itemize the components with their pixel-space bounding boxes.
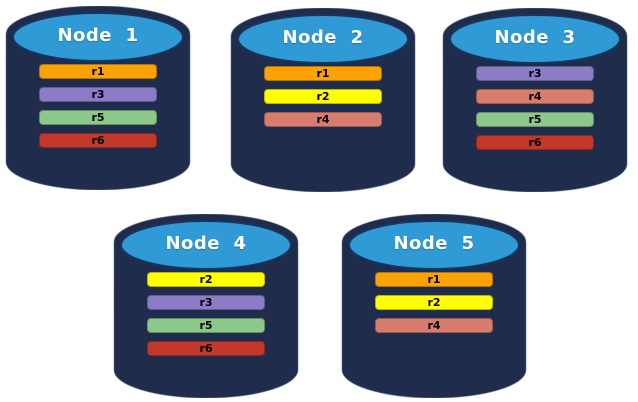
node-title: Node 2 (282, 27, 364, 48)
partition-bar-r1: r1 (264, 66, 382, 81)
partition-list: r1 r3 r5 r6 (39, 64, 157, 156)
node-cylinder-1: Node 1 r1 r3 r5 r6 (5, 6, 191, 190)
node-cylinder-3: Node 3 r3 r4 r5 r6 (442, 8, 628, 192)
partition-bar-r1: r1 (375, 272, 493, 287)
cylinder-top-shape (348, 220, 520, 270)
partition-list: r2 r3 r5 r6 (147, 272, 265, 364)
partition-bar-r3: r3 (476, 66, 594, 81)
partition-bar-r3: r3 (39, 87, 157, 102)
partition-bar-r6: r6 (147, 341, 265, 356)
node-title: Node 4 (165, 233, 247, 254)
node-title: Node 1 (57, 25, 139, 46)
partition-bar-r2: r2 (375, 295, 493, 310)
partition-list: r1 r2 r4 (264, 66, 382, 135)
node-title: Node 5 (393, 233, 475, 254)
partition-bar-r4: r4 (264, 112, 382, 127)
partition-list: r3 r4 r5 r6 (476, 66, 594, 158)
partition-bar-r5: r5 (476, 112, 594, 127)
cylinder-top-shape (449, 14, 621, 64)
partition-bar-r6: r6 (39, 133, 157, 148)
partition-bar-r6: r6 (476, 135, 594, 150)
partition-bar-r4: r4 (476, 89, 594, 104)
partition-bar-r4: r4 (375, 318, 493, 333)
partition-bar-r1: r1 (39, 64, 157, 79)
partition-bar-r2: r2 (264, 89, 382, 104)
node-title: Node 3 (494, 27, 576, 48)
node-cylinder-5: Node 5 r1 r2 r4 (341, 214, 527, 398)
partition-bar-r2: r2 (147, 272, 265, 287)
node-cylinder-2: Node 2 r1 r2 r4 (230, 8, 416, 192)
cylinder-top-shape (237, 14, 409, 64)
partition-bar-r5: r5 (39, 110, 157, 125)
partition-bar-r5: r5 (147, 318, 265, 333)
partition-list: r1 r2 r4 (375, 272, 493, 341)
partition-bar-r3: r3 (147, 295, 265, 310)
node-cylinder-4: Node 4 r2 r3 r5 r6 (113, 214, 299, 398)
cylinder-top-shape (120, 220, 292, 270)
cylinder-top-shape (12, 12, 184, 62)
